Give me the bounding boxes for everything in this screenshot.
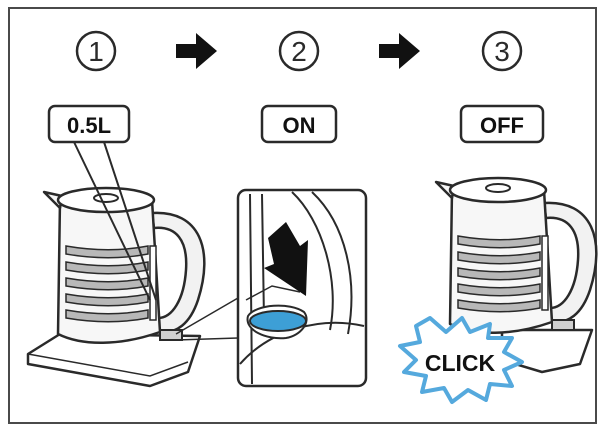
right-arrow-icon (176, 33, 217, 69)
kettle-icon (26, 186, 206, 388)
step-1-label: 0.5L (47, 104, 131, 144)
click-burst-icon: CLICK (398, 316, 524, 404)
down-arrow-icon (264, 222, 308, 296)
step-3-number: 3 (481, 30, 523, 72)
zoom-connector (175, 297, 239, 341)
step-2-label-text: ON (283, 113, 316, 138)
right-arrow-icon (379, 33, 420, 69)
step-3-label: OFF (459, 104, 545, 144)
step-3-label-text: OFF (480, 113, 524, 138)
switch-zoom-box (236, 188, 368, 388)
step-2-number-text: 2 (291, 36, 307, 67)
step-2-number: 2 (278, 30, 320, 72)
step-3-number-text: 3 (494, 36, 510, 67)
click-text: CLICK (425, 350, 496, 376)
level-pointer (73, 141, 157, 301)
step-2-label: ON (260, 104, 338, 144)
step-1-number-text: 1 (88, 36, 104, 67)
step-1-number: 1 (75, 30, 117, 72)
switch-icon (246, 304, 308, 340)
step-1-label-text: 0.5L (67, 113, 111, 138)
